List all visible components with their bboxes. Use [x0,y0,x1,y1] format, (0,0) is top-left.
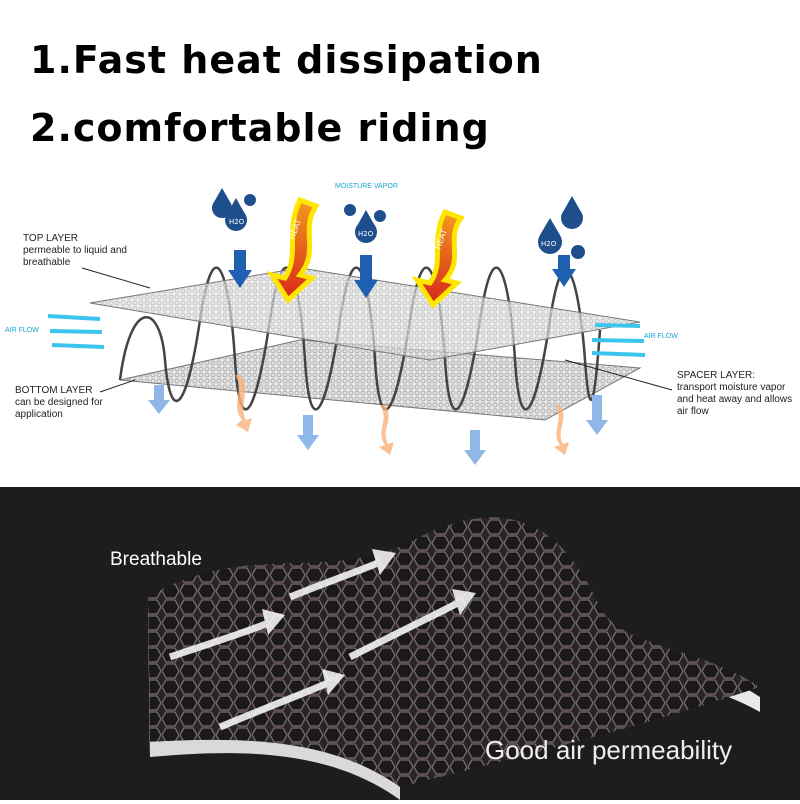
airflow-arrow-icons [168,549,476,731]
heat-arrow-icon: HEAT [411,208,465,309]
top-layer-label: TOP LAYER permeable to liquid and breath… [23,233,127,269]
bottom-layer-label: BOTTOM LAYER can be designed for applica… [15,385,103,421]
spacer-spring [118,266,602,411]
air-flow-arrows [47,314,646,357]
wavy-fabric-illustration [148,517,760,800]
h2o-label: H2O [541,240,557,248]
air-permeability-label: Good air permeability [485,735,733,765]
headline-comfortable: 2.comfortable riding [30,106,490,150]
fabric-layer-diagram: H2O H2O H2O HEAT HEAT [47,188,673,465]
top-layer-desc: breathable [23,257,71,268]
spacer-layer-desc: air flow [677,406,709,417]
headline-fast-heat: 1.Fast heat dissipation [30,38,543,82]
h2o-label: H2O [358,230,374,238]
bottom-layer-desc: can be designed for [15,397,103,408]
top-layer-desc: permeable to liquid and [23,245,127,256]
spacer-layer-title: SPACER LAYER: [677,370,755,381]
fabric-panel: Breathable Good air permeability [0,487,800,800]
moisture-vapor-label: MOISTURE VAPOR [335,183,398,190]
air-flow-right-label: AIR FLOW [644,333,678,340]
bottom-layer-desc: application [15,409,63,420]
spacer-layer-desc: and heat away and allows [677,394,793,405]
top-layer-title: TOP LAYER [23,233,79,244]
h2o-label: H2O [229,218,245,226]
top-layer-sheet [89,267,641,361]
air-flow-left-label: AIR FLOW [5,327,39,334]
bottom-layer-title: BOTTOM LAYER [15,385,93,396]
breathable-label: Breathable [110,549,202,570]
spacer-layer-desc: transport moisture vapor [677,382,786,393]
heat-arrow-icon: HEAT [266,196,320,304]
bottom-layer-sheet [119,339,642,421]
spacer-layer-label: SPACER LAYER: transport moisture vapor a… [677,370,792,418]
water-drop-icons [212,188,585,259]
